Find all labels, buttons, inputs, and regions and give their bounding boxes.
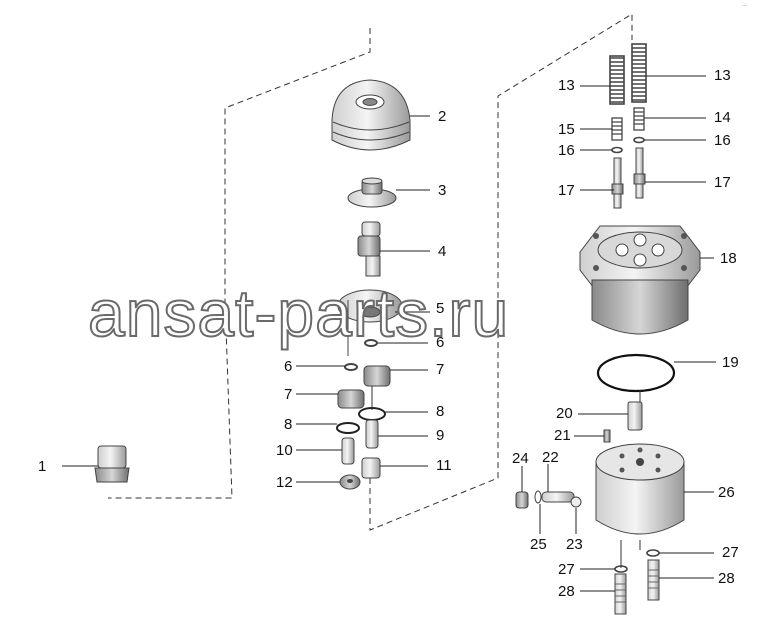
- callout-18: 18: [720, 250, 737, 267]
- part-bolts-28: [614, 549, 660, 615]
- watermark-text: ansat-parts.ru: [88, 276, 509, 350]
- callout-4: 4: [438, 243, 446, 260]
- callout-25: 25: [530, 536, 547, 553]
- callout-17a: 17: [558, 182, 575, 199]
- callout-28a: 28: [718, 570, 735, 587]
- guide-lines: [371, 386, 641, 568]
- callout-7b: 7: [284, 386, 292, 403]
- callout-6a: 6: [436, 334, 444, 351]
- callout-27a: 27: [722, 544, 739, 561]
- part-plate: [347, 177, 397, 208]
- callout-8b: 8: [284, 416, 292, 433]
- callout-10: 10: [276, 442, 293, 459]
- part-block-26: [595, 443, 685, 535]
- assembly-frame-left: [108, 13, 633, 531]
- part-caps-7: [337, 365, 391, 409]
- callout-26: 26: [718, 484, 735, 501]
- callout-12: 12: [276, 474, 293, 491]
- leader-lines: [62, 75, 716, 592]
- part-housing-18: [579, 225, 701, 335]
- callout-19: 19: [722, 354, 739, 371]
- callout-16b: 16: [714, 132, 731, 149]
- callout-22: 22: [542, 449, 559, 466]
- callout-3: 3: [438, 182, 446, 199]
- callout-2: 2: [438, 108, 446, 125]
- callout-14: 14: [714, 109, 731, 126]
- callout-9: 9: [436, 427, 444, 444]
- callout-labels: 1 2 3 4 5 6 6 7 7 8 8 9 10 11 12 13 13 1…: [38, 67, 739, 600]
- callout-11: 11: [436, 457, 452, 474]
- part-springs-14-15: [611, 107, 645, 141]
- callout-5: 5: [436, 300, 444, 317]
- part-nuts: [339, 457, 381, 490]
- callout-6b: 6: [284, 358, 292, 375]
- callout-15: 15: [558, 121, 575, 138]
- corner-mark: —: [742, 3, 747, 9]
- part-rings-6: [344, 339, 378, 371]
- part-springs-13: [609, 43, 647, 105]
- callout-24: 24: [512, 450, 529, 467]
- part-pins: [341, 419, 379, 465]
- callout-27b: 27: [558, 561, 575, 578]
- part-cover: [331, 79, 411, 151]
- part-disc: [337, 289, 403, 356]
- part-fitting: [94, 445, 130, 483]
- part-plungers-17: [611, 147, 646, 209]
- part-spool: [357, 221, 381, 277]
- part-sleeve-pin: [603, 401, 643, 443]
- callout-16a: 16: [558, 142, 575, 159]
- callout-8a: 8: [436, 403, 444, 420]
- callout-20: 20: [556, 405, 573, 422]
- callout-28b: 28: [558, 583, 575, 600]
- callout-17b: 17: [714, 174, 731, 191]
- part-plug-ball: [515, 490, 582, 509]
- callout-7a: 7: [436, 361, 444, 378]
- part-oring-19: [596, 353, 676, 393]
- callout-21: 21: [554, 427, 571, 444]
- callout-13b: 13: [714, 67, 731, 84]
- callout-1: 1: [38, 458, 46, 475]
- callout-13a: 13: [558, 77, 575, 94]
- callout-23: 23: [566, 536, 583, 553]
